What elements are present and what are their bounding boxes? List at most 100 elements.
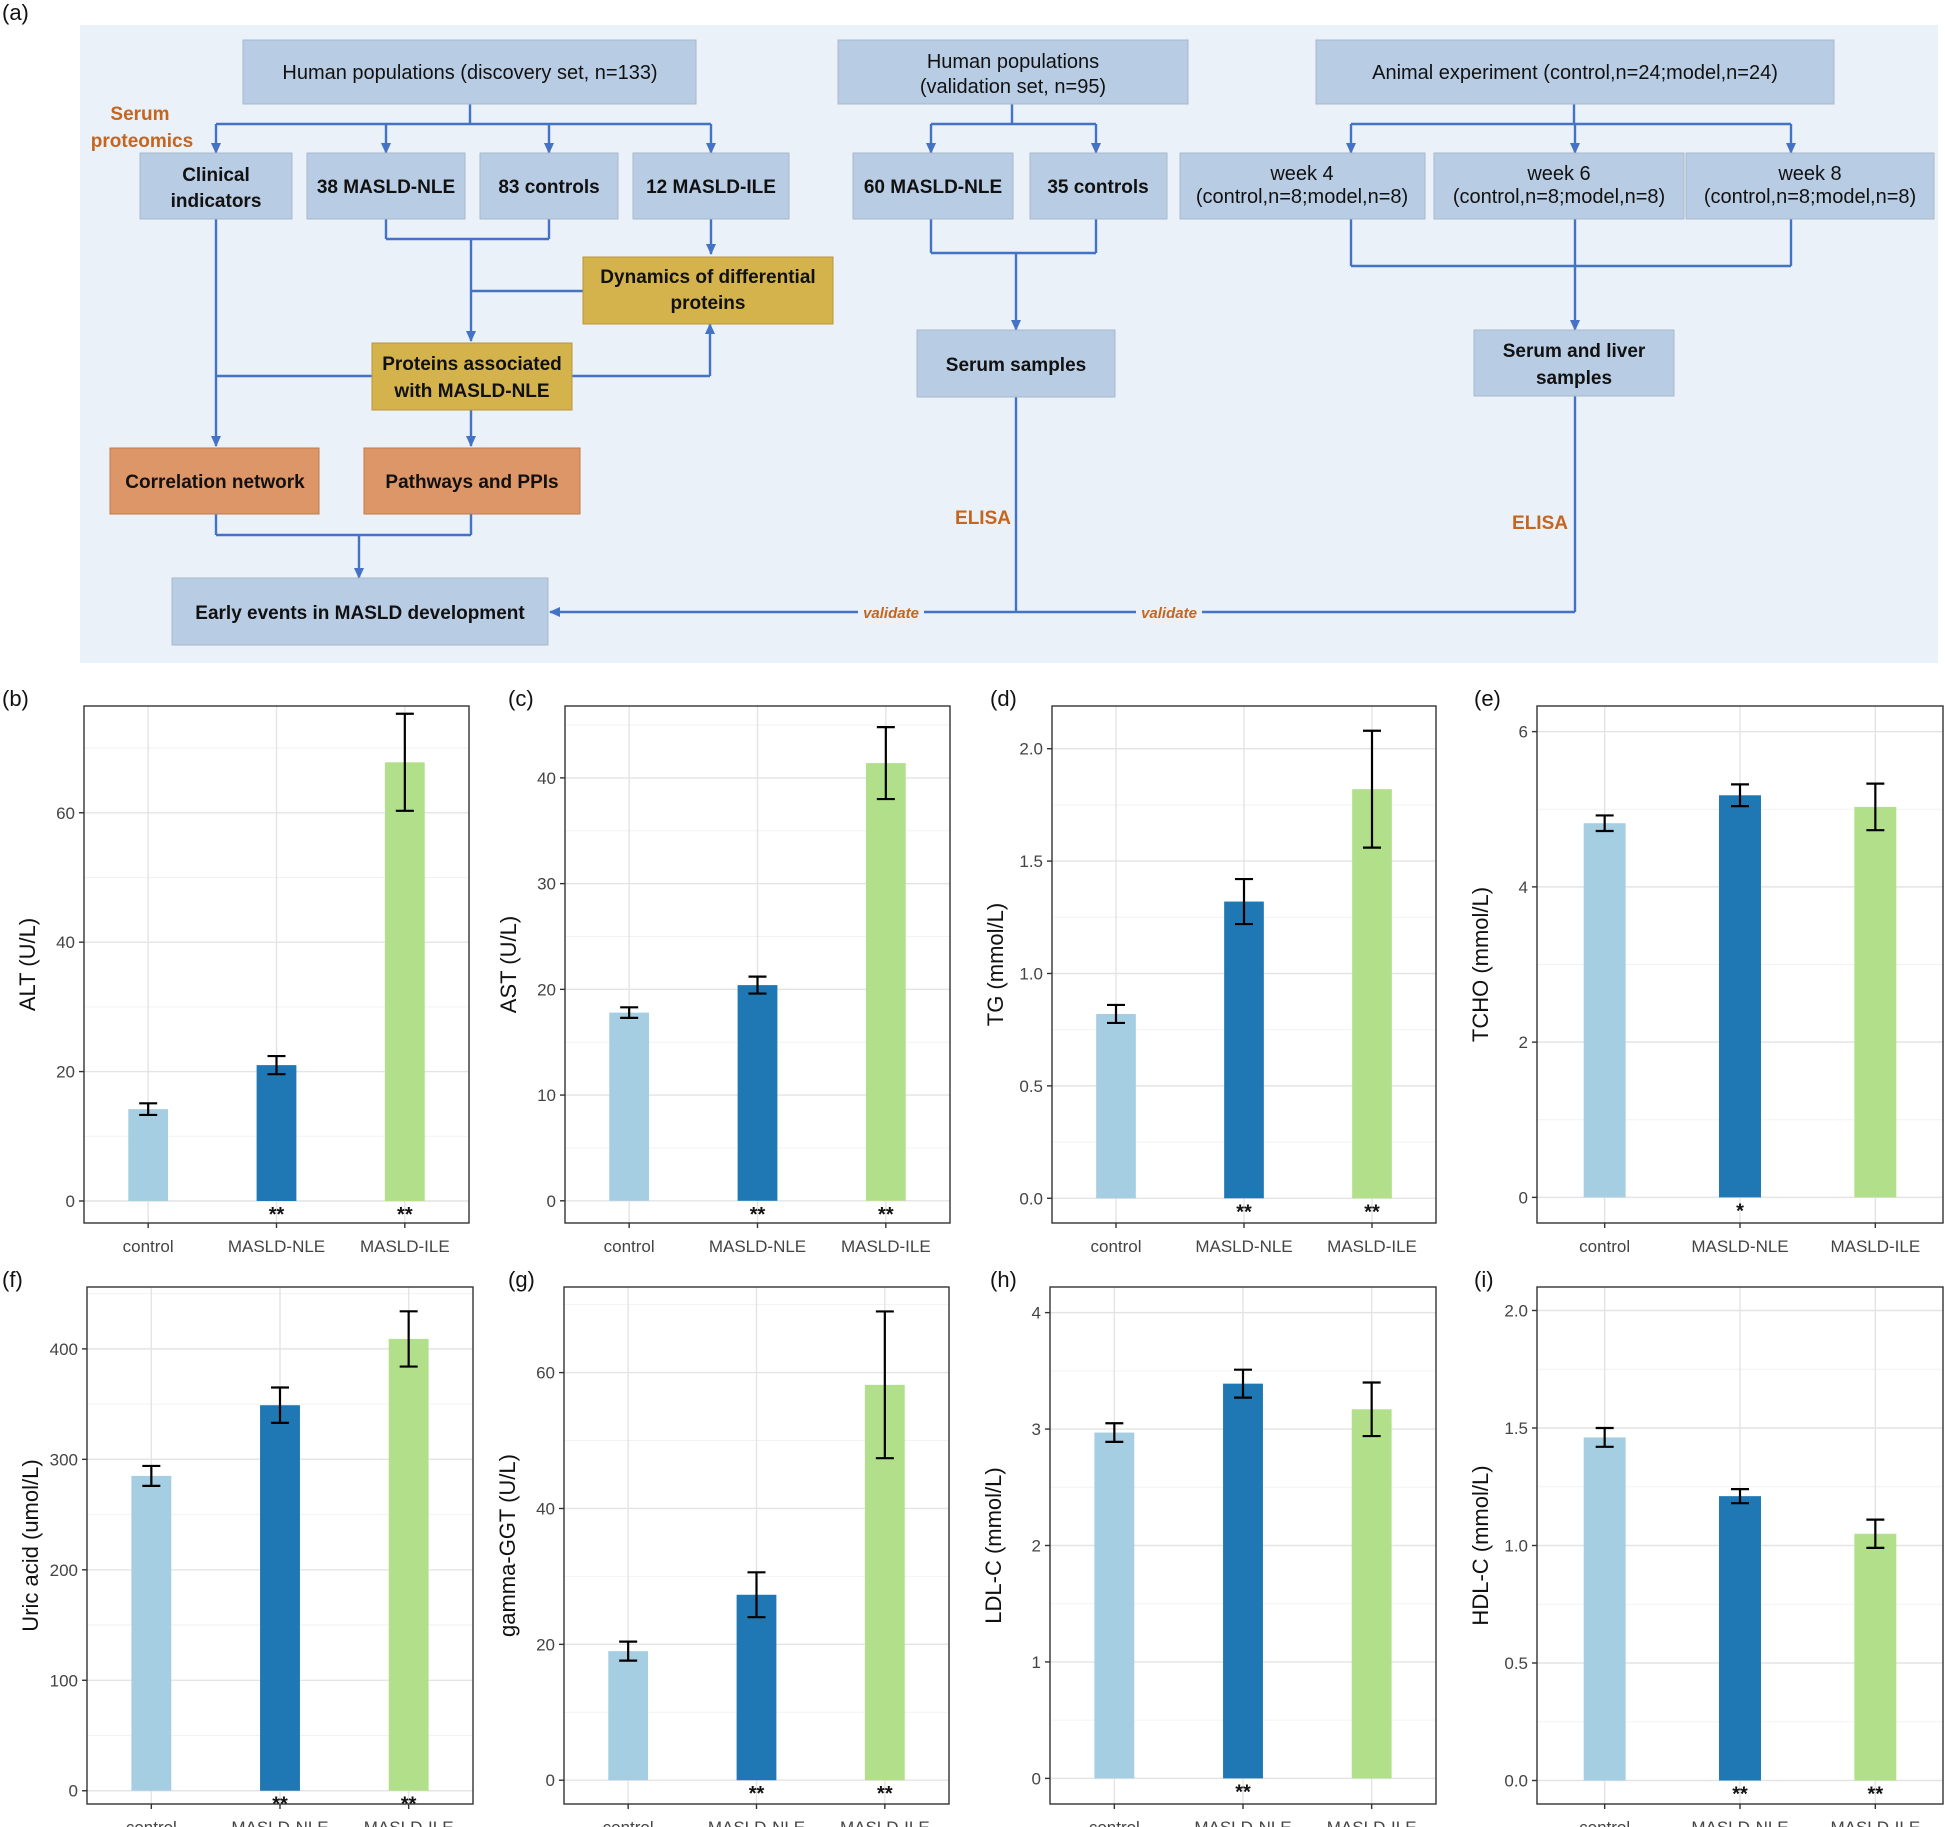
significance-marker: **: [878, 1204, 894, 1226]
y-tick-label: 3: [1032, 1420, 1041, 1439]
y-tick-label: 100: [50, 1671, 78, 1690]
box-clinical-line2: indicators: [171, 191, 262, 212]
bar-masld-ile: [1854, 806, 1897, 1198]
y-tick-label: 4: [1519, 878, 1528, 897]
x-tick-label-control: control: [604, 1237, 655, 1256]
significance-marker: **: [1732, 1784, 1748, 1806]
box-week4-line1: week 4: [1269, 163, 1333, 185]
y-tick-label: 1: [1032, 1653, 1041, 1672]
y-tick-label: 2: [1519, 1033, 1528, 1052]
x-tick-label-control: control: [126, 1818, 177, 1827]
x-tick-label-masld-ile: MASLD-ILE: [841, 1237, 931, 1256]
y-tick-label: 0: [66, 1192, 75, 1211]
box-week4-line2: (control,n=8;model,n=8): [1196, 186, 1408, 208]
box-dynamics-line1: Dynamics of differential: [600, 267, 815, 288]
y-tick-label: 40: [56, 933, 75, 952]
y-tick-label: 4: [1032, 1304, 1041, 1323]
y-tick-label: 60: [536, 1364, 555, 1383]
y-tick-label: 20: [56, 1063, 75, 1082]
box-proteins-line1: Proteins associated: [382, 354, 562, 375]
y-tick-label: 6: [1519, 723, 1528, 742]
x-tick-label-control: control: [1579, 1818, 1630, 1827]
box-pathways: Pathways and PPIs: [385, 472, 558, 493]
box-human-discovery: Human populations (discovery set, n=133): [282, 62, 657, 84]
chart-i: (i)****0.00.51.01.52.0controlMASLD-NLEMA…: [1468, 1267, 1944, 1827]
serum-proteomics-line2: proteomics: [91, 131, 193, 152]
box-correlation-network: Correlation network: [125, 472, 305, 493]
y-tick-label: 1.5: [1019, 852, 1043, 871]
y-tick-label: 0: [546, 1771, 555, 1790]
box-animal-experiment: Animal experiment (control,n=24;model,n=…: [1372, 62, 1778, 84]
bar-control: [131, 1475, 172, 1791]
bar-masld-nle: [1719, 1496, 1761, 1781]
bar-masld-nle: [737, 985, 778, 1201]
x-tick-label-masld-nle: MASLD-NLE: [228, 1237, 325, 1256]
bar-control: [1583, 823, 1626, 1198]
y-tick-label: 300: [50, 1450, 78, 1469]
flowchart-panel: (a): [2, 0, 1938, 663]
panel-label-d: (d): [990, 686, 1017, 711]
panel-label-i: (i): [1474, 1267, 1494, 1292]
y-tick-label: 20: [537, 980, 556, 999]
y-tick-label: 2.0: [1504, 1302, 1528, 1321]
y-tick-label: 2.0: [1019, 740, 1043, 759]
y-axis-label: ALT (U/L): [15, 918, 40, 1011]
y-axis-label: gamma-GGT (U/L): [495, 1454, 520, 1637]
bar-control: [1583, 1437, 1626, 1781]
y-tick-label: 0.0: [1019, 1189, 1043, 1208]
panel-label-f: (f): [2, 1267, 23, 1292]
significance-marker: **: [269, 1204, 285, 1226]
significance-marker: **: [877, 1783, 893, 1805]
box-human-validation-line1: Human populations: [927, 51, 1099, 73]
box-human-validation-line2: (validation set, n=95): [920, 76, 1106, 98]
bar-control: [608, 1651, 649, 1781]
significance-marker: **: [1236, 1201, 1252, 1223]
y-axis-label: Uric acid (umol/L): [18, 1459, 43, 1631]
bar-masld-nle: [256, 1065, 297, 1201]
chart-h: (h)**01234controlMASLD-NLEMASLD-ILELDL-C…: [981, 1267, 1437, 1827]
bar-masld-nle: [1719, 795, 1761, 1198]
bar-masld-ile: [865, 763, 906, 1201]
x-tick-label-control: control: [1090, 1237, 1141, 1256]
panel-label-a: (a): [2, 0, 29, 25]
y-tick-label: 40: [536, 1499, 555, 1518]
y-tick-label: 0.5: [1019, 1077, 1043, 1096]
validate-left: validate: [863, 605, 919, 622]
y-axis-label: AST (U/L): [496, 916, 521, 1013]
significance-marker: **: [397, 1204, 413, 1226]
significance-marker: **: [1868, 1784, 1884, 1806]
x-tick-label-masld-nle: MASLD-NLE: [709, 1237, 806, 1256]
significance-marker: **: [750, 1204, 766, 1226]
y-tick-label: 0.5: [1504, 1654, 1528, 1673]
significance-marker: **: [749, 1783, 765, 1805]
elisa-left: ELISA: [955, 508, 1011, 529]
x-tick-label-masld-nle: MASLD-NLE: [231, 1818, 328, 1827]
panel-label-c: (c): [508, 686, 534, 711]
box-proteins-line2: with MASLD-NLE: [393, 381, 549, 402]
box-week6-line2: (control,n=8;model,n=8): [1453, 186, 1665, 208]
bar-control: [1096, 1013, 1136, 1199]
chart-f: (f)****0100200300400controlMASLD-NLEMASL…: [2, 1267, 474, 1827]
y-tick-label: 200: [50, 1561, 78, 1580]
bar-masld-ile: [1352, 789, 1392, 1199]
y-tick-label: 400: [50, 1340, 78, 1359]
y-tick-label: 10: [537, 1086, 556, 1105]
box-ile12: 12 MASLD-ILE: [646, 177, 776, 198]
elisa-right: ELISA: [1512, 513, 1568, 534]
box-serum-samples: Serum samples: [946, 355, 1086, 376]
x-tick-label-masld-ile: MASLD-ILE: [364, 1818, 454, 1827]
panel-label-b: (b): [2, 686, 29, 711]
flowchart-boxes: [109, 39, 1935, 646]
significance-marker: *: [1736, 1200, 1744, 1222]
bar-masld-ile: [1351, 1409, 1392, 1779]
y-tick-label: 0: [69, 1782, 78, 1801]
bar-masld-nle: [1224, 901, 1264, 1199]
x-tick-label-masld-ile: MASLD-ILE: [1830, 1818, 1920, 1827]
x-tick-label-masld-nle: MASLD-NLE: [1691, 1237, 1788, 1256]
panel-label-e: (e): [1474, 686, 1501, 711]
flowchart-connectors: [211, 104, 1796, 617]
